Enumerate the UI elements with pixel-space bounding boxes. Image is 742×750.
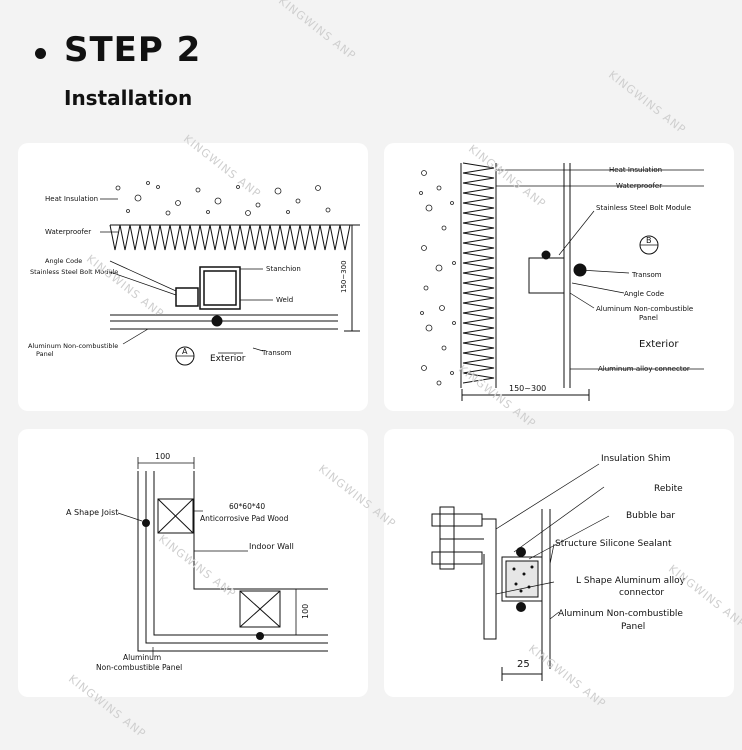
stanchion-box [175,266,241,310]
insulation-dots [115,181,331,216]
dimension-side: 100 [301,604,310,619]
label-bubble: Bubble bar [626,511,675,521]
label-panel-line2: Panel [639,314,658,322]
label-transom: Transom [261,349,292,357]
dimension-line [461,389,590,401]
label-sealant: Structure Silicone Sealant [555,539,672,549]
label-panel-line1: Aluminum [123,653,161,662]
dimension-line [501,667,543,681]
diagram-b-drawing: Heat Insulation Waterproofer Stainless S… [419,162,704,401]
label-angle-code: Angle Code [624,290,664,298]
label-panel-line1: Aluminum Non-combustible [596,305,693,313]
waterproofer-zigzag [462,162,495,384]
leader-lines [495,463,610,620]
panel-lines [110,314,338,330]
watermark: KINGWINS ANP [276,0,359,63]
dimension-top: 100 [155,452,170,461]
label-bolt-module: Stainless Steel Bolt Module [30,268,118,276]
dimension-label: 150~300 [340,260,348,293]
label-exterior: Exterior [639,339,679,350]
label-pad-line2: Anticorrosive Pad Wood [200,514,289,523]
joist-bolt [142,519,150,527]
label-panel-line2: Non-combustible Panel [96,663,182,672]
leader-lines [100,198,273,354]
label-connector-line1: L Shape Aluminum alloy [576,576,686,586]
concrete-wall-dots [419,170,456,386]
watermark: KINGWINS ANP [606,68,689,137]
label-heat-insulation: Heat Insulation [45,195,98,203]
label-weld: Weld [276,296,293,304]
label-connector: Aluminum alloy connector [598,365,690,373]
panel-profile [501,509,551,669]
diagram-d-drawing: Insulation Shim Rebite Bubble bar Struct… [431,454,686,681]
diagram-panel-c: 100 A Shape Joist 60*60*40 Anticorrosive… [18,429,368,697]
dimension-lines [137,457,302,636]
label-panel-line1: Aluminum Non-combustible [28,342,118,350]
diagram-panel-b: Heat Insulation Waterproofer Stainless S… [384,143,734,411]
label-shim: Insulation Shim [601,454,671,464]
diagram-panel-d: Insulation Shim Rebite Bubble bar Struct… [384,429,734,697]
label-panel-line1: Aluminum Non-combustible [558,609,683,619]
detail-mark-b: B [646,236,652,245]
label-waterproofer: Waterproofer [45,228,91,236]
label-bolt-module: Stainless Steel Bolt Module [596,204,691,212]
label-indoor-wall: Indoor Wall [249,542,294,551]
diagram-c-drawing: 100 A Shape Joist 60*60*40 Anticorrosive… [66,452,328,672]
label-transom: Transom [631,271,662,279]
label-joist: A Shape Joist [66,508,118,517]
diagram-panel-a: Heat Insulation Waterproofer Angle Code … [18,143,368,411]
label-panel-line2: Panel [621,622,645,632]
label-rebite: Rebite [654,484,683,494]
rivet-bottom [516,602,526,612]
pad-wood-top [157,498,194,534]
label-angle-code: Angle Code [45,257,82,265]
dimension-label: 25 [517,659,530,670]
bullet-dot [35,48,46,59]
dimension-line [344,224,360,332]
bolt-assembly [431,506,497,640]
label-exterior: Exterior [210,354,246,364]
dimension-label: 150~300 [509,384,546,393]
rivet-top [516,547,526,557]
label-waterproofer: Waterproofer [616,182,662,190]
label-connector-line2: connector [619,588,664,598]
leader-lines [117,510,248,657]
diagram-a-drawing: Heat Insulation Waterproofer Angle Code … [28,181,360,366]
joist-bolt-lower [256,632,264,640]
step-title: STEP 2 [64,30,202,70]
detail-mark-a: A [182,347,188,356]
leader-lines [496,169,704,370]
pad-wood-bottom [239,590,281,628]
waterproofer-zigzag [109,224,353,251]
label-heat-insulation: Heat Insulation [609,166,662,174]
label-panel-line2: Panel [36,350,54,358]
label-pad-line1: 60*60*40 [229,502,265,511]
label-stanchion: Stanchion [266,265,301,273]
corner-wall-lines [137,471,328,652]
step-subtitle: Installation [64,86,193,110]
connector-assembly [528,163,587,388]
